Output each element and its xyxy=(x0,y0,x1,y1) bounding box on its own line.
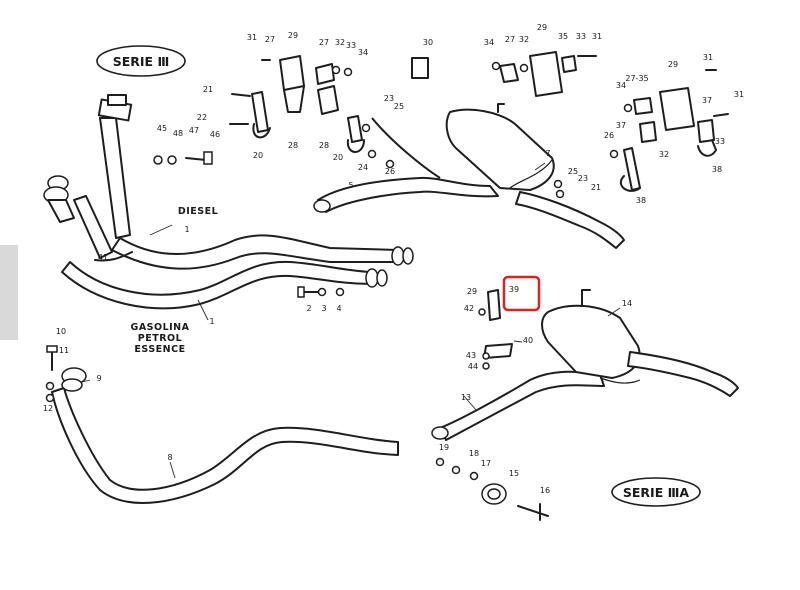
callout-part-10: 10 xyxy=(56,327,66,336)
callout-part-20: 20 xyxy=(333,153,343,162)
muffler-14 xyxy=(541,304,641,379)
callout-part-19: 19 xyxy=(439,443,449,452)
diesel-label: DIESEL xyxy=(178,206,218,217)
petrol-label: PETROL xyxy=(138,333,182,344)
callout-part-43: 43 xyxy=(466,351,476,360)
callout-part-9: 9 xyxy=(96,374,101,383)
callout-part-1: 1 xyxy=(209,317,214,326)
callout-part-22: 22 xyxy=(197,113,207,122)
callout-part-33: 33 xyxy=(346,41,356,50)
callout-part-21: 21 xyxy=(591,183,601,192)
callout-part-4: 4 xyxy=(336,304,341,313)
callout-part-30: 30 xyxy=(423,38,433,47)
muffler-7 xyxy=(445,108,555,191)
leader-lines xyxy=(81,162,621,479)
callout-part-12: 12 xyxy=(43,404,53,413)
callout-part-31: 31 xyxy=(734,90,744,99)
callout-part-16: 16 xyxy=(540,486,550,495)
callout-part-25: 25 xyxy=(394,102,404,111)
scan-edge-shadow xyxy=(0,245,18,340)
callout-part-29: 29 xyxy=(467,287,477,296)
callout-part-34: 34 xyxy=(616,81,626,90)
callout-part-41: 41 xyxy=(98,253,108,262)
serie-iiia-label: SERIE ⅢA xyxy=(611,477,701,507)
callout-part-44: 44 xyxy=(468,362,478,371)
callout-part-28: 28 xyxy=(288,141,298,150)
pipe-5-and-muffler-7 xyxy=(313,103,625,249)
callout-part-28: 28 xyxy=(319,141,329,150)
callout-part-8: 8 xyxy=(167,453,172,462)
front-pipe-assembly xyxy=(43,94,414,310)
callout-part-42: 42 xyxy=(464,304,474,313)
essence-label: ESSENCE xyxy=(134,344,185,355)
callout-part-38: 38 xyxy=(712,165,722,174)
callout-part-32: 32 xyxy=(519,35,529,44)
callout-part-7: 7 xyxy=(545,149,550,158)
callout-part-33: 33 xyxy=(715,137,725,146)
callout-part-35: 35 xyxy=(558,32,568,41)
callout-part-18: 18 xyxy=(469,449,479,458)
callout-part-1: 1 xyxy=(184,225,189,234)
callout-part-31: 31 xyxy=(703,53,713,62)
callout-part-47: 47 xyxy=(189,126,199,135)
callout-part-46: 46 xyxy=(210,130,220,139)
callout-part-29: 29 xyxy=(288,31,298,40)
callout-part-34: 34 xyxy=(484,38,494,47)
callout-part-3: 3 xyxy=(321,304,326,313)
brackets-and-hardware xyxy=(45,51,729,521)
callout-part-31: 31 xyxy=(592,32,602,41)
callout-part-5: 5 xyxy=(348,181,353,190)
callout-part-15: 15 xyxy=(509,469,519,478)
callout-part-14: 14 xyxy=(622,299,632,308)
callout-part-2: 2 xyxy=(306,304,311,313)
callout-part-29: 29 xyxy=(537,23,547,32)
callout-part-31: 31 xyxy=(247,33,257,42)
gasolina-label: GASOLINA xyxy=(131,322,190,333)
diesel-pipe xyxy=(111,234,401,270)
callout-part-27: 27 xyxy=(265,35,275,44)
callout-part-17: 17 xyxy=(481,459,491,468)
callout-part-11: 11 xyxy=(59,346,69,355)
callout-part-26: 26 xyxy=(385,167,395,176)
callout-part-37: 37 xyxy=(702,96,712,105)
callout-part-20: 20 xyxy=(253,151,263,160)
callout-part-27: 27 xyxy=(505,35,515,44)
callout-part-27: 27 xyxy=(319,38,329,47)
callout-part-48: 48 xyxy=(173,129,183,138)
callout-part-29: 29 xyxy=(668,60,678,69)
pipe-8 xyxy=(51,367,399,504)
highlight-box-part-39[interactable] xyxy=(502,275,541,312)
callout-part-23: 23 xyxy=(578,174,588,183)
callout-part-13: 13 xyxy=(461,393,471,402)
callout-part-45: 45 xyxy=(157,124,167,133)
callout-part-38: 38 xyxy=(636,196,646,205)
serie-iii-text: SERIE Ⅲ xyxy=(113,54,170,69)
serie-iii-label: SERIE Ⅲ xyxy=(96,45,186,77)
serie-iiia-text: SERIE ⅢA xyxy=(623,485,690,500)
petrol-pipe xyxy=(61,260,373,310)
callout-part-32: 32 xyxy=(659,150,669,159)
callout-part-39: 39 xyxy=(509,285,519,294)
callout-part-24: 24 xyxy=(358,163,368,172)
pipe-13-and-muffler-14 xyxy=(431,289,739,441)
callout-part-25: 25 xyxy=(568,167,578,176)
callout-part-26: 26 xyxy=(604,131,614,140)
callout-part-27-35: 27-35 xyxy=(625,74,648,83)
callout-part-23: 23 xyxy=(384,94,394,103)
callout-part-33: 33 xyxy=(576,32,586,41)
callout-part-34: 34 xyxy=(358,48,368,57)
callout-part-37: 37 xyxy=(616,121,626,130)
callout-part-40: 40 xyxy=(523,336,533,345)
callout-part-21: 21 xyxy=(203,85,213,94)
callout-part-32: 32 xyxy=(335,38,345,47)
